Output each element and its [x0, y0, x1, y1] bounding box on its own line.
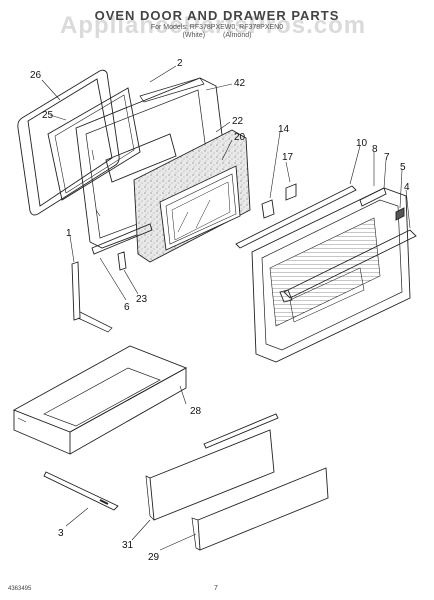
part-number: 4363495 — [8, 586, 32, 592]
callout-10: 10 — [356, 138, 368, 149]
callout-26: 26 — [30, 70, 42, 81]
callout-17: 17 — [282, 152, 294, 163]
part-4-door-handle — [279, 229, 417, 303]
part-6-bottom-trim — [91, 223, 153, 255]
part-1-hinge — [71, 261, 113, 333]
part-2-frame — [139, 77, 205, 103]
callout-25: 25 — [42, 110, 54, 121]
part-28-drawer — [12, 345, 188, 455]
callout-42: 42 — [234, 78, 246, 89]
callout-4: 4 — [404, 182, 410, 193]
diagram-header: OVEN DOOR AND DRAWER PARTS For Models: R… — [0, 8, 434, 39]
model-line: For Models: RF378PXEW0, RF378PXEN0 — [150, 24, 284, 31]
part-17-hinge-clip — [285, 183, 297, 201]
color-almond: (Almond) — [223, 32, 252, 39]
callout-29: 29 — [148, 552, 160, 563]
part-29-drawer-panel — [191, 467, 329, 551]
color-white: (White) — [182, 32, 206, 39]
color-line: (White) (Almond) — [0, 32, 434, 39]
part-31-drawer-front — [145, 413, 279, 521]
callout-20: 20 — [234, 132, 246, 143]
callout-6: 6 — [124, 302, 130, 313]
part-3-drawer-slide — [43, 471, 119, 511]
part-23-clip — [117, 251, 127, 271]
part-25-inner-glass — [47, 87, 141, 201]
part-7-outer-door — [251, 187, 411, 363]
callout-23: 23 — [136, 294, 148, 305]
diagram-title: OVEN DOOR AND DRAWER PARTS — [94, 8, 340, 23]
leader-lines — [41, 65, 411, 551]
callout-7: 7 — [384, 152, 390, 163]
callout-2: 2 — [177, 58, 183, 69]
callout-5: 5 — [400, 162, 406, 173]
callout-28: 28 — [190, 406, 202, 417]
part-10-top-trim — [235, 185, 357, 249]
part-14-hinge-bracket — [261, 199, 275, 219]
part-8-door-trim — [359, 187, 387, 207]
callout-1: 1 — [66, 228, 72, 239]
callout-22: 22 — [232, 116, 244, 127]
callout-3: 3 — [58, 528, 64, 539]
part-5-handle-cap — [395, 207, 405, 221]
callout-8: 8 — [372, 144, 378, 155]
callout-14: 14 — [278, 124, 290, 135]
watermark: AppliancePartsPros.com — [60, 12, 367, 39]
callout-31: 31 — [122, 540, 134, 551]
callouts: 26 2 42 25 22 20 14 17 10 8 7 5 4 1 6 23… — [30, 58, 410, 563]
part-26-gasket — [17, 69, 120, 216]
part-20-window — [159, 165, 241, 251]
page-number: 7 — [214, 585, 218, 592]
